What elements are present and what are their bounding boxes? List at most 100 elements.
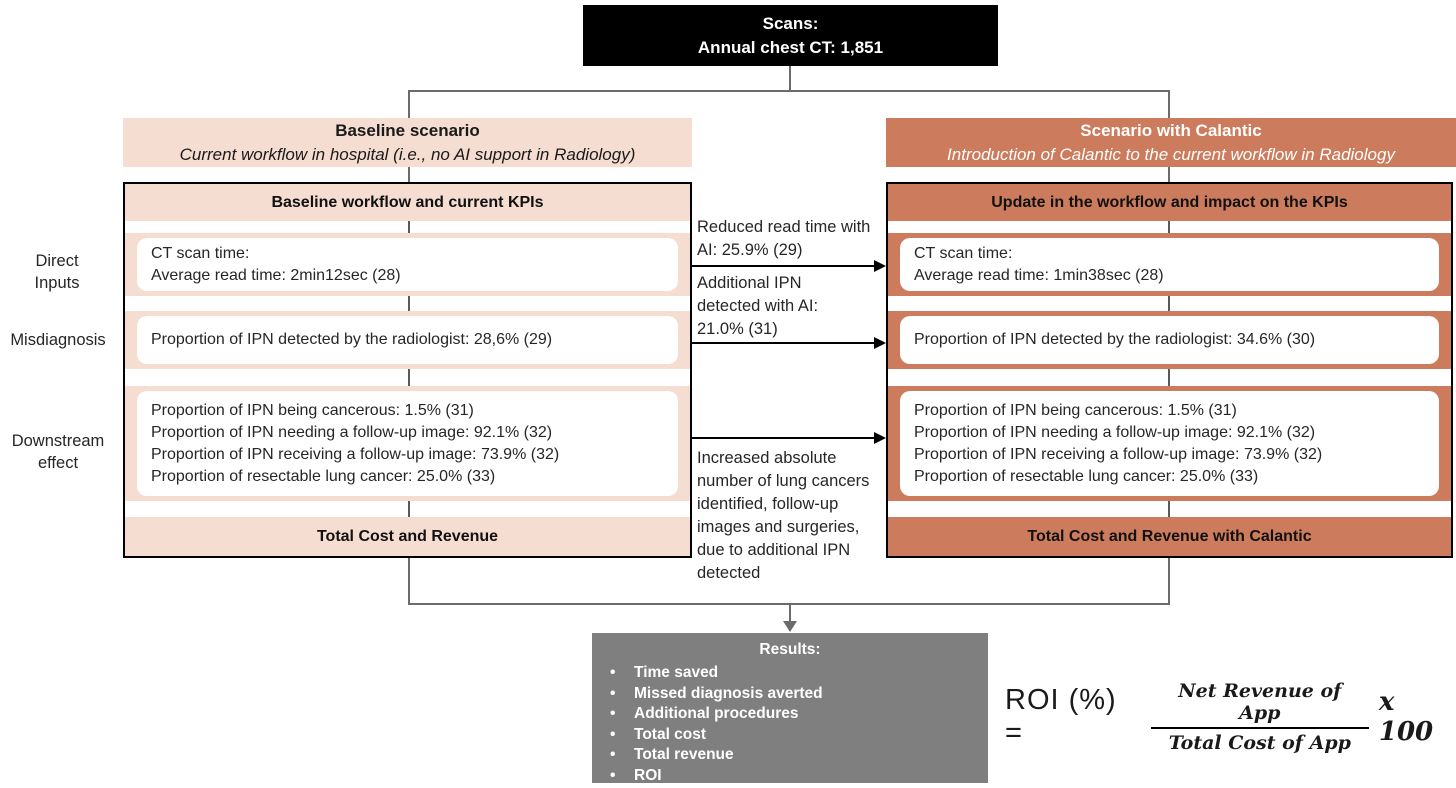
baseline-tick-1	[408, 221, 410, 233]
arrow-right-icon	[874, 337, 886, 349]
row-label-downstream-effect: Downstream effect	[11, 432, 105, 472]
results-title: Results:	[759, 641, 821, 658]
baseline-ipn-receiving-followup: Proportion of IPN receiving a follow-up …	[151, 445, 560, 463]
roi-formula-fraction: Net Revenue of App Total Cost of App	[1150, 680, 1369, 754]
baseline-tick-4	[408, 501, 410, 517]
arrow-down-icon	[783, 621, 797, 632]
results-item-label: ROI	[634, 766, 662, 784]
scans-value: Annual chest CT: 1,851	[697, 37, 884, 57]
bullet-icon: •	[610, 705, 616, 722]
arrow-right-icon	[874, 260, 886, 272]
results-item-label: Additional procedures	[634, 705, 799, 722]
results-item-label: Total revenue	[634, 746, 734, 763]
calantic-workflow-box: Update in the workflow and impact on the…	[886, 182, 1453, 558]
calantic-box-header-label: Update in the workflow and impact on the…	[991, 194, 1348, 211]
calantic-downstream-card: Proportion of IPN being cancerous: 1.5% …	[900, 391, 1439, 496]
baseline-downstream-band: Proportion of IPN being cancerous: 1.5% …	[125, 386, 690, 501]
results-item-label: Missed diagnosis averted	[634, 684, 823, 702]
baseline-box-header: Baseline workflow and current KPIs	[125, 184, 690, 221]
bullet-icon: •	[610, 664, 616, 681]
baseline-total-cost-revenue-label: Total Cost and Revenue	[316, 528, 499, 545]
arrow-direct-inputs	[692, 265, 876, 267]
calantic-tick-1	[1168, 221, 1170, 233]
baseline-tick-2	[408, 296, 410, 311]
calantic-scenario-header: Scenario with Calantic Introduction of C…	[886, 118, 1456, 167]
arrow-misdiagnosis	[692, 342, 876, 344]
connector-bottom-left-drop	[408, 558, 410, 605]
baseline-ipn-needing-followup: Proportion of IPN needing a follow-up im…	[151, 423, 553, 441]
calantic-misdiagnosis-card: Proportion of IPN detected by the radiol…	[900, 316, 1439, 364]
row-label-direct-inputs: Direct Inputs	[34, 252, 80, 292]
roi-formula-denominator: Total Cost of App	[1168, 732, 1351, 754]
scans-box: Scans: Annual chest CT: 1,851	[583, 5, 998, 66]
increased-number-label: Increased absolute number of lung cancer…	[697, 449, 870, 582]
bullet-icon: •	[610, 725, 616, 743]
baseline-box-header-label: Baseline workflow and current KPIs	[271, 194, 544, 211]
results-item: • ROI	[610, 766, 988, 787]
calantic-resectable-cancer: Proportion of resectable lung cancer: 25…	[914, 467, 1259, 485]
baseline-scenario-title: Baseline scenario	[335, 120, 480, 140]
roi-formula: ROI (%) = Net Revenue of App Total Cost …	[1005, 680, 1456, 754]
results-list: • Time saved • Missed diagnosis averted • A…	[592, 663, 988, 786]
baseline-ipn-cancerous: Proportion of IPN being cancerous: 1.5% …	[151, 401, 474, 419]
bullet-icon: •	[610, 746, 616, 763]
results-item-label: Time saved	[634, 664, 719, 681]
row-label-misdiagnosis: Misdiagnosis	[10, 331, 106, 349]
baseline-average-read-time: Average read time: 2min12sec (28)	[151, 266, 401, 284]
baseline-scenario-subtitle: Current workflow in hospital (i.e., no A…	[179, 144, 636, 164]
calantic-misdiagnosis-band: Proportion of IPN detected by the radiol…	[888, 311, 1451, 369]
baseline-downstream-card: Proportion of IPN being cancerous: 1.5% …	[137, 391, 678, 496]
calantic-ct-scan-time-label: CT scan time:	[914, 244, 1013, 262]
connector-top-horizontal	[408, 90, 1170, 92]
calantic-scenario-subtitle: Introduction of Calantic to the current …	[947, 144, 1395, 164]
calantic-ipn-needing-followup: Proportion of IPN needing a follow-up im…	[914, 423, 1316, 441]
roi-formula-lhs: ROI (%) =	[1005, 684, 1117, 749]
calantic-ipn-detected: Proportion of IPN detected by the radiol…	[914, 331, 1316, 348]
roi-formula-numerator: Net Revenue of App	[1150, 680, 1369, 729]
baseline-scenario-header: Baseline scenario Current workflow in ho…	[123, 118, 692, 167]
results-item: • Total cost	[610, 725, 988, 746]
calantic-box-footer: Total Cost and Revenue with Calantic	[888, 517, 1451, 556]
calantic-direct-inputs-card: CT scan time: Average read time: 1min38s…	[900, 238, 1439, 291]
arrow-right-icon	[874, 432, 886, 444]
connector-results-stub	[789, 603, 791, 621]
connector-top-stub	[789, 66, 791, 91]
arrow-downstream	[692, 437, 876, 439]
connector-top-right-drop	[1168, 90, 1170, 118]
baseline-ct-scan-time-label: CT scan time:	[151, 244, 250, 262]
calantic-ipn-cancerous: Proportion of IPN being cancerous: 1.5% …	[914, 401, 1237, 419]
connector-bottom-right-drop	[1168, 558, 1170, 605]
connector-right-header-to-box	[1168, 167, 1170, 182]
baseline-tick-3	[408, 369, 410, 386]
roi-formula-suffix: x 100	[1378, 687, 1434, 747]
results-item: • Time saved	[610, 663, 988, 684]
calantic-tick-3	[1168, 369, 1170, 386]
calantic-average-read-time: Average read time: 1min38sec (28)	[914, 266, 1164, 284]
baseline-direct-inputs-card: CT scan time: Average read time: 2min12s…	[137, 238, 678, 291]
baseline-box-footer: Total Cost and Revenue	[125, 517, 690, 556]
calantic-ipn-receiving-followup: Proportion of IPN receiving a follow-up …	[914, 445, 1323, 463]
additional-ipn-label: Additional IPN detected with AI: 21.0% (…	[697, 274, 819, 338]
calantic-tick-2	[1168, 296, 1170, 311]
calantic-tick-4	[1168, 501, 1170, 517]
results-item-label: Total cost	[634, 725, 707, 743]
scans-title: Scans:	[762, 13, 819, 33]
bullet-icon: •	[610, 766, 616, 784]
baseline-misdiagnosis-band: Proportion of IPN detected by the radiol…	[125, 311, 690, 369]
calantic-scenario-title: Scenario with Calantic	[1080, 120, 1262, 140]
reduced-read-time-label: Reduced read time with AI: 25.9% (29)	[697, 218, 871, 259]
baseline-misdiagnosis-card: Proportion of IPN detected by the radiol…	[137, 316, 678, 364]
baseline-resectable-cancer: Proportion of resectable lung cancer: 25…	[151, 467, 496, 485]
baseline-ipn-detected: Proportion of IPN detected by the radiol…	[151, 331, 553, 348]
baseline-workflow-box: Baseline workflow and current KPIs CT sc…	[123, 182, 692, 558]
results-item: • Total revenue	[610, 745, 988, 766]
results-box: Results: • Time saved • Missed diagnosis a…	[592, 633, 988, 786]
connector-top-left-drop	[408, 90, 410, 118]
calantic-total-cost-revenue-label: Total Cost and Revenue with Calantic	[1027, 528, 1312, 545]
results-item: • Missed diagnosis averted	[610, 684, 988, 705]
baseline-direct-inputs-band: CT scan time: Average read time: 2min12s…	[125, 233, 690, 296]
calantic-downstream-band: Proportion of IPN being cancerous: 1.5% …	[888, 386, 1451, 501]
connector-left-header-to-box	[408, 167, 410, 182]
bullet-icon: •	[610, 684, 616, 702]
